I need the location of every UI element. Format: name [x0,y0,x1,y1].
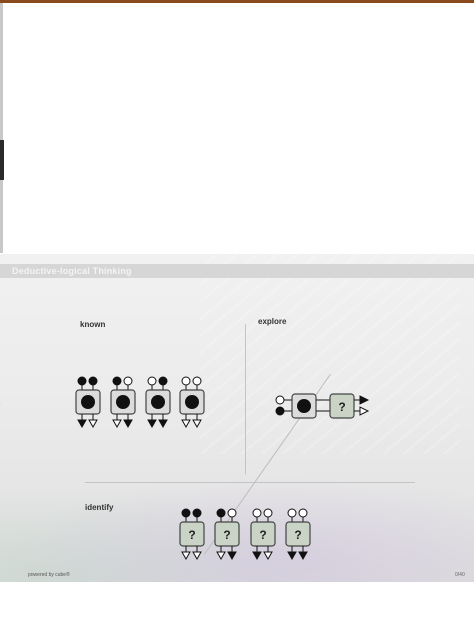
photo-edge [0,3,3,253]
explore-label: explore [258,317,287,326]
unknown-unit[interactable]: ? [211,508,245,570]
input-open-icon [263,508,273,518]
unit-box [250,521,276,547]
output-open-icon [88,419,98,429]
known-unit [75,376,101,429]
page-indicator: 0/40 [455,572,465,578]
core-circle-icon [151,395,165,409]
known-unit [110,376,136,429]
output-open-icon [181,419,191,429]
output-open-icon [216,551,226,561]
question-mark: ? [223,528,230,542]
known-unit [179,376,205,429]
input-open-icon [227,508,237,518]
output-open-icon [263,551,273,561]
output-filled-icon [359,395,370,405]
question-mark: ? [259,528,266,542]
section-divider-vertical [245,324,246,474]
output-filled-icon [227,551,237,561]
input-open-icon [147,376,157,386]
input-filled-icon [181,508,191,518]
unknown-unit[interactable]: ? [282,508,316,570]
unit-box [329,393,355,419]
powered-by-text: powered by cube® [28,572,70,578]
input-filled-icon [158,376,168,386]
input-filled-icon [112,376,122,386]
output-filled-icon [298,551,308,561]
question-mark: ? [294,528,301,542]
unknown-unit[interactable]: ? [176,508,210,570]
question-mark: ? [338,400,345,414]
output-open-icon [192,551,202,561]
output-open-icon [192,419,202,429]
question-mark: ? [188,528,195,542]
unit-box [285,521,311,547]
explore-chain: ? [275,393,370,419]
input-filled-icon [275,406,285,416]
input-open-icon [298,508,308,518]
unknown-unit[interactable]: ? [247,508,281,570]
output-filled-icon [287,551,297,561]
input-open-icon [252,508,262,518]
unit-box [179,521,205,547]
input-open-icon [123,376,133,386]
output-filled-icon [158,419,168,429]
page-title: Deductive-logical Thinking [12,266,132,276]
output-filled-icon [252,551,262,561]
input-open-icon [275,395,285,405]
glare-line [0,404,1,459]
output-filled-icon [123,419,133,429]
input-open-icon [287,508,297,518]
output-open-icon [112,419,122,429]
input-filled-icon [77,376,87,386]
unit-box [214,521,240,547]
output-open-icon [181,551,191,561]
input-filled-icon [192,508,202,518]
input-filled-icon [88,376,98,386]
core-circle-icon [185,395,199,409]
input-open-icon [181,376,191,386]
known-label: known [80,320,106,329]
photo-frame-top [0,0,474,3]
core-circle-icon [116,395,130,409]
output-filled-icon [77,419,87,429]
core-circle-icon [297,399,311,413]
identify-label: identify [85,503,114,512]
known-unit [145,376,171,429]
core-circle-icon [81,395,95,409]
input-open-icon [192,376,202,386]
input-filled-icon [216,508,226,518]
output-filled-icon [147,419,157,429]
output-open-icon [359,406,370,416]
title-bar: Deductive-logical Thinking [0,264,474,278]
photo-shadow [0,140,4,180]
test-screen: Deductive-logical Thinking known explore… [0,254,474,582]
section-divider-horizontal [85,482,415,483]
screen-glare [200,254,460,454]
